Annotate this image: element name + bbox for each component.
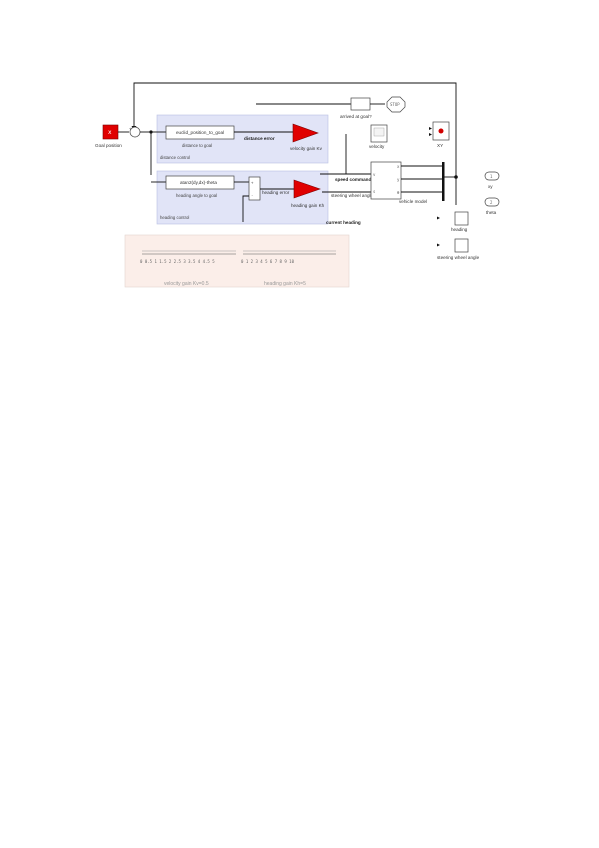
vehicle-port-out-1: x	[397, 164, 400, 169]
velocity-scope-screen	[373, 127, 385, 137]
theta-outport-label: theta	[486, 210, 497, 215]
theta-outport[interactable]	[484, 197, 500, 207]
xy-outport-label: xy	[488, 184, 493, 189]
xy-port-2	[429, 133, 432, 136]
steering-wheel-angle-label: steering wheel angle	[331, 193, 374, 198]
heading-function-caption: heading angle to goal	[176, 193, 217, 198]
goal-position-label: Goal position	[95, 143, 122, 148]
at-goal-check-block[interactable]	[350, 97, 371, 111]
xy-outport[interactable]	[484, 171, 500, 181]
vehicle-port-in-1: v	[373, 172, 376, 177]
heading-sum-minus: -	[251, 193, 253, 198]
heading-function-text: atan2(dy,dx)-theta	[180, 180, 217, 185]
heading-gain-block[interactable]	[293, 179, 321, 199]
heading-slider-label: heading gain Kh=5	[264, 281, 306, 287]
at-goal-check-label: arrived at goal?	[340, 114, 372, 119]
heading-scope-block[interactable]	[454, 211, 469, 226]
velocity-gain-block[interactable]	[292, 123, 319, 143]
heading-gain-caption: current heading	[326, 220, 361, 225]
vehicle-port-out-3: θ	[397, 190, 400, 195]
heading-error-label: heading error	[262, 190, 290, 195]
heading-gain-label: heading gain Kh	[291, 203, 325, 208]
mux-block[interactable]	[442, 162, 445, 201]
heading-sum-block[interactable]	[248, 176, 261, 201]
vehicle-port-out-2: y	[397, 177, 400, 182]
vehicle-model-label: vehicle model	[399, 199, 427, 204]
sum-sign-plus: +	[129, 126, 132, 131]
xy-port-1	[429, 127, 432, 130]
sum-sign-minus: -	[136, 125, 138, 130]
distance-control-label: distance control	[160, 155, 190, 160]
velocity-gain-label: velocity gain Kv	[290, 146, 323, 151]
xy-plot-label: XY	[437, 143, 443, 148]
wire-heading-feedback	[242, 195, 249, 222]
feedback-wire-top	[133, 82, 457, 177]
velocity-slider-ticks: 0 0.5 1 1.5 2 2.5 3 3.5 4 4.5 5	[140, 259, 215, 264]
heading-scope-port	[437, 216, 440, 220]
heading-slider-ticks: 0 1 2 3 4 5 6 7 8 9 10	[241, 259, 295, 264]
heading-sum-plus: +	[251, 180, 254, 185]
xy-plot-record-icon	[438, 128, 444, 134]
distance-function-caption: distance to goal	[182, 143, 212, 148]
sum-block[interactable]	[129, 126, 141, 138]
distance-error-label: distance error	[244, 136, 275, 141]
distance-function-text: euclid_position_to_goal	[176, 130, 224, 135]
theta-outport-number: 2	[490, 200, 493, 205]
velocity-slider-label: velocity gain Kv=0.5	[164, 281, 209, 287]
speed-command-label: speed command	[335, 177, 371, 182]
distance-function-block[interactable]	[165, 125, 235, 140]
slider-gains-panel	[124, 234, 350, 288]
xy-outport-number: 1	[490, 174, 493, 179]
vehicle-model-block[interactable]	[370, 161, 402, 200]
heading-function-block[interactable]	[165, 175, 235, 190]
steering-scope-block[interactable]	[454, 238, 469, 253]
heading-scope-label: heading	[451, 227, 468, 232]
steering-scope-port	[437, 243, 440, 247]
stop-block[interactable]	[386, 96, 406, 113]
velocity-scope-label: velocity	[369, 144, 385, 149]
vehicle-port-in-2: s	[373, 189, 376, 194]
heading-control-label: heading control	[160, 215, 189, 220]
stop-text: STOP	[390, 102, 400, 107]
steering-scope-label: steering wheel angle	[437, 255, 480, 260]
goal-position-icon: x	[108, 129, 112, 136]
